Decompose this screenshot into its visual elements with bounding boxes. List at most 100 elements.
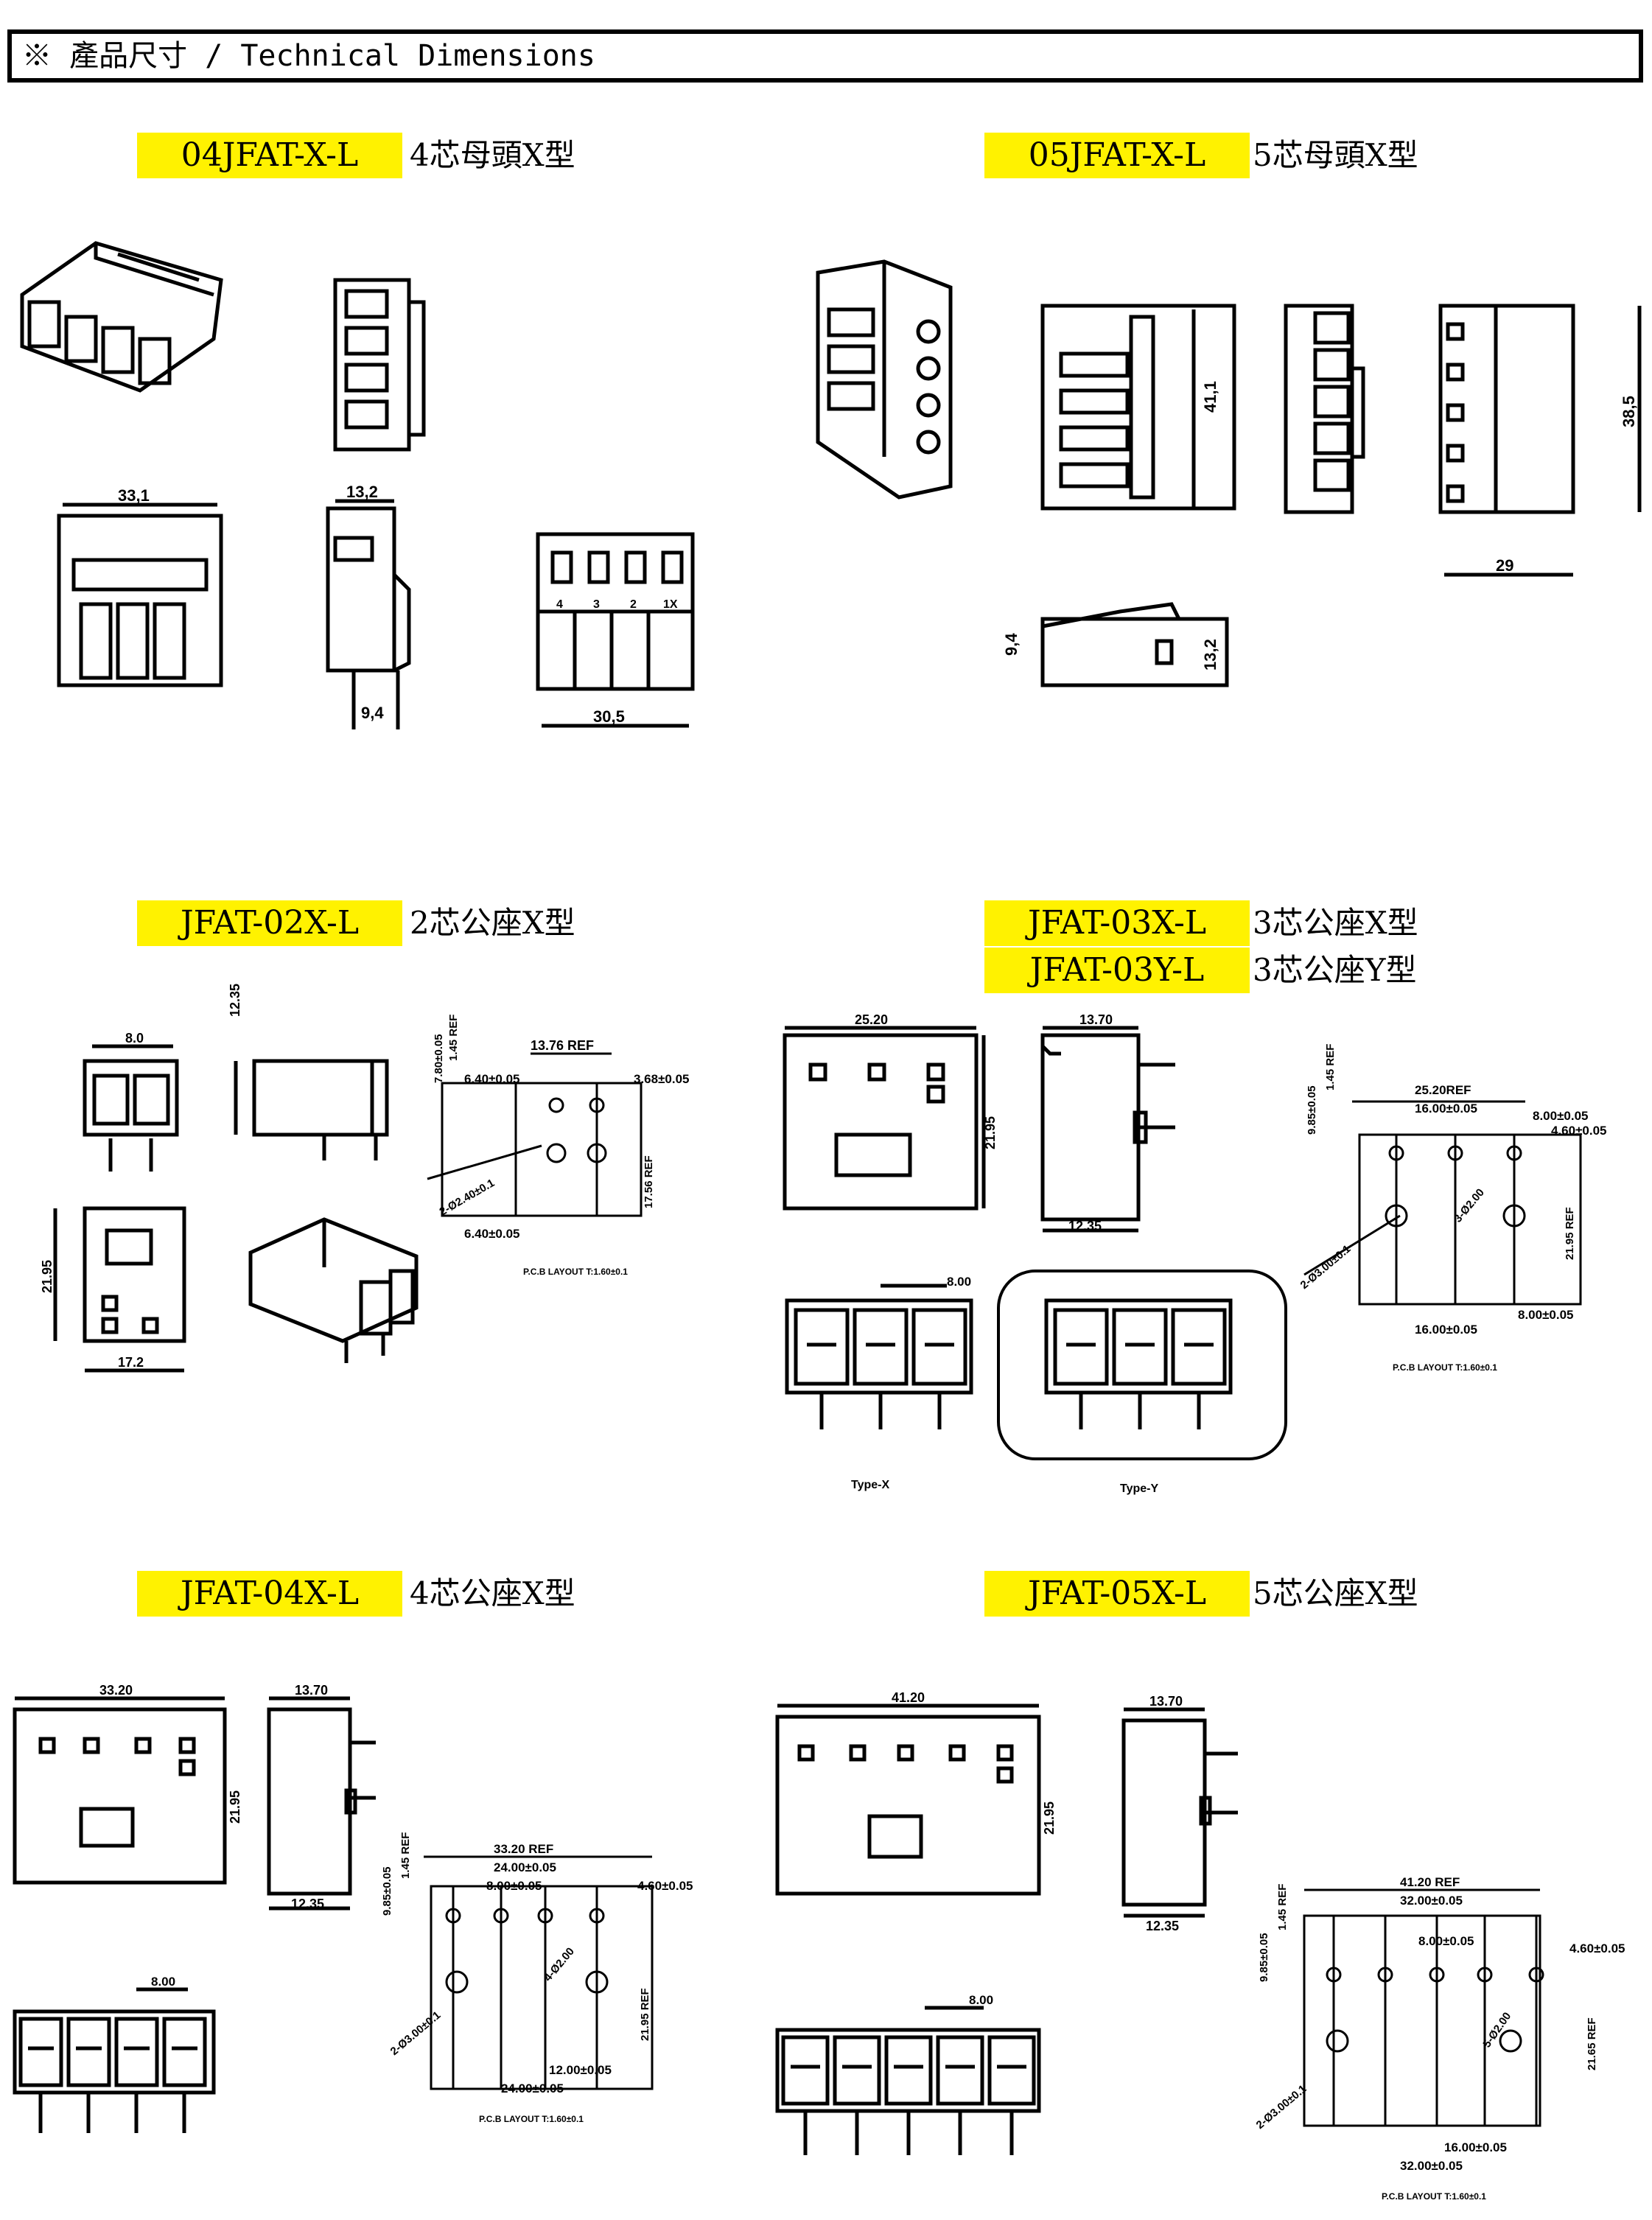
drawing-jfat02x-top xyxy=(83,1044,179,1172)
drawing-jfat02x-pcb xyxy=(427,1052,643,1217)
dim-label: 16.00±0.05 xyxy=(1415,1323,1477,1337)
drawing-jfat02x-front xyxy=(53,1206,186,1373)
dim-label: 21.95 REF xyxy=(1564,1207,1576,1260)
dim-label: 12.00±0.05 xyxy=(549,2063,612,2077)
dim-label: 17.2 xyxy=(118,1355,144,1370)
section-desc-jfat02x: 2芯公座X型 xyxy=(410,905,575,941)
drawing-jfat05x-side xyxy=(1121,1707,1238,1918)
dim-label: 8.0 xyxy=(125,1031,144,1046)
dim-label: 2-Ø3.00±0.1 xyxy=(388,2009,444,2058)
dim-label: 2-Ø3.00±0.1 xyxy=(1254,2082,1309,2132)
type-x-label: Type-X xyxy=(851,1479,889,1491)
dim-label: 32.00±0.05 xyxy=(1400,2159,1463,2173)
drawing-jfat05x-pcb xyxy=(1303,1888,1544,2127)
drawing-jfat02x-side xyxy=(234,1059,389,1160)
section-code-jfat03x: JFAT-03X-L xyxy=(984,900,1250,946)
dim-label: 9,4 xyxy=(1002,633,1021,656)
dim-label: 32.00±0.05 xyxy=(1400,1894,1463,1908)
dim-label: 13.70 xyxy=(1149,1694,1183,1709)
dim-label: 21.65 REF xyxy=(1586,2017,1598,2070)
drawing-jfat02x-iso xyxy=(248,1217,419,1363)
drawing-04jfat-top xyxy=(333,278,426,452)
section-desc-jfat03y: 3芯公座Y型 xyxy=(1253,952,1417,988)
dim-label: 2-Ø3.00±0.1 xyxy=(1298,1242,1354,1292)
dim-label: 12.35 xyxy=(1146,1919,1179,1933)
drawing-jfat04x-pcb xyxy=(424,1855,654,2090)
drawing-05jfat-top xyxy=(1284,304,1365,514)
dim-label: 9.85±0.05 xyxy=(381,1866,393,1916)
dim-label: 16.00±0.05 xyxy=(1415,1102,1477,1116)
drawing-05jfat-isometric xyxy=(816,259,953,500)
page-header: ※ 產品尺寸 / Technical Dimensions xyxy=(7,29,1643,83)
pcb-layout-label: P.C.B LAYOUT T:1.60±0.1 xyxy=(1393,1362,1497,1373)
dim-label: 8.00±0.05 xyxy=(1418,1934,1474,1948)
pcb-layout-label: P.C.B LAYOUT T:1.60±0.1 xyxy=(479,2114,584,2124)
drawing-jfat03-pcb xyxy=(1303,1100,1582,1306)
dim-label: 13,2 xyxy=(346,483,378,501)
drawing-jfat04x-front xyxy=(13,1696,227,1885)
drawing-jfat03-side xyxy=(1040,1026,1175,1233)
dim-label: 4.60±0.05 xyxy=(637,1879,693,1893)
dim-label: 4.60±0.05 xyxy=(1569,1941,1625,1955)
dim-label: 8.00±0.05 xyxy=(1533,1109,1589,1123)
drawing-jfat04x-side xyxy=(267,1696,376,1911)
dim-label: 24.00±0.05 xyxy=(501,2081,564,2095)
dim-label: 6.40±0.05 xyxy=(464,1227,520,1241)
dim-label: 41.20 REF xyxy=(1400,1875,1460,1889)
pcb-layout-label: P.C.B LAYOUT T:1.60±0.1 xyxy=(1382,2191,1486,2202)
dim-label: 1.45 REF xyxy=(1324,1044,1337,1090)
dim-label: 9.85±0.05 xyxy=(1306,1085,1318,1135)
dim-label: 8.00 xyxy=(151,1975,175,1989)
section-code-jfat02x: JFAT-02X-L xyxy=(137,900,402,946)
dim-label: 4-Ø2.00 xyxy=(542,1945,577,1983)
drawing-05jfat-bottom xyxy=(1040,602,1229,687)
drawing-04jfat-isometric xyxy=(20,241,223,393)
dim-label: 7.80±0.05 xyxy=(433,1034,445,1083)
pin-label: 3 xyxy=(593,598,600,611)
dim-label: 25.20 xyxy=(855,1012,888,1027)
pin-label: 4 xyxy=(556,598,563,611)
dim-label: 29 xyxy=(1496,556,1513,575)
dim-label: 12.35 xyxy=(228,984,242,1017)
drawing-05jfat-side xyxy=(1438,304,1642,577)
dim-label: 30,5 xyxy=(593,707,625,726)
dim-label: 4.60±0.05 xyxy=(1551,1124,1607,1138)
dim-label: 8.00±0.05 xyxy=(1518,1308,1574,1322)
drawing-jfat04x-bottom xyxy=(13,1987,216,2133)
section-desc-jfat03x: 3芯公座X型 xyxy=(1253,905,1418,941)
type-y-label: Type-Y xyxy=(1120,1482,1158,1495)
section-desc-05jfat: 5芯母頭X型 xyxy=(1253,137,1418,173)
dim-label: 21.95 xyxy=(40,1260,55,1293)
drawing-jfat03-typex xyxy=(785,1284,973,1429)
dim-label: 21.95 REF xyxy=(639,1988,651,2041)
dim-label: 9,4 xyxy=(361,704,384,722)
dim-label: 3-Ø2.00 xyxy=(1452,1186,1487,1225)
dim-label: 8.00±0.05 xyxy=(486,1879,542,1893)
drawing-04jfat-front xyxy=(57,503,223,687)
dim-label: 13.76 REF xyxy=(531,1038,594,1053)
drawing-jfat05x-bottom xyxy=(775,2006,1041,2155)
dim-label: 8.00 xyxy=(969,1993,993,2007)
drawing-jfat05x-front xyxy=(775,1703,1041,1896)
dim-label: 21.95 xyxy=(1042,1801,1057,1835)
dim-label: 12.35 xyxy=(291,1897,324,1911)
dim-label: 17.56 REF xyxy=(643,1155,655,1208)
dim-label: 8.00 xyxy=(947,1275,971,1289)
dim-label: 33.20 xyxy=(99,1683,133,1698)
dim-label: 38,5 xyxy=(1620,396,1638,427)
dim-label: 2-Ø2.40±0.1 xyxy=(438,1177,497,1218)
pin-label: 1X xyxy=(663,598,678,611)
dim-label: 9.85±0.05 xyxy=(1258,1933,1270,1982)
section-desc-jfat05x: 5芯公座X型 xyxy=(1253,1575,1418,1611)
section-code-jfat04x: JFAT-04X-L xyxy=(137,1571,402,1617)
dim-label: 1.45 REF xyxy=(447,1015,460,1061)
section-code-jfat05x: JFAT-05X-L xyxy=(984,1571,1250,1617)
dim-label: 21.95 xyxy=(228,1790,242,1824)
dim-label: 3.68±0.05 xyxy=(634,1072,690,1086)
section-code-05jfat: 05JFAT-X-L xyxy=(984,133,1250,178)
dim-label: 13.70 xyxy=(295,1683,328,1698)
section-code-jfat03y: JFAT-03Y-L xyxy=(984,948,1250,993)
section-code-04jfat: 04JFAT-X-L xyxy=(137,133,402,178)
dim-label: 41.20 xyxy=(892,1690,925,1705)
